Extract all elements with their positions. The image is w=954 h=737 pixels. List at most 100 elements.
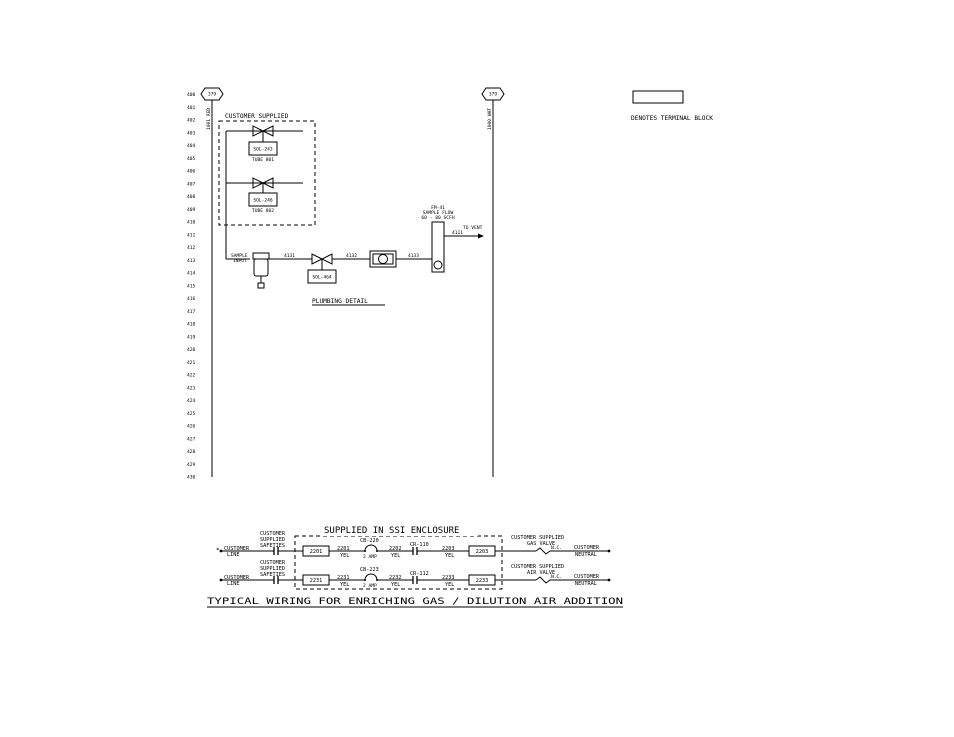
rung-number: 427 [187, 436, 196, 442]
row1-valve-2: GAS VALVE [527, 541, 555, 547]
rung-number: 417 [187, 309, 196, 315]
sol-464-valve-icon [311, 253, 324, 265]
rung-number: 401 [187, 105, 196, 111]
plumbing-detail-title: PLUMBING DETAIL [312, 298, 368, 305]
row1-breaker-rating: 2 AMP [363, 554, 377, 560]
row1-neutral-1: CUSTOMER [574, 545, 600, 551]
right-rail-label: 1000 WHT [487, 108, 493, 130]
rung-number: 411 [187, 232, 196, 238]
flowmeter: FM-41 SAMPLE FLOW 60 - 80 SCFH [421, 205, 455, 273]
rung-number: 412 [187, 245, 196, 251]
left-rail-label: 1001 RED [206, 108, 212, 130]
rung-number: 421 [187, 360, 196, 366]
rung-number: 426 [187, 424, 196, 430]
sample-input-label-2: INPUT [233, 258, 247, 264]
line-4132-label: 4132 [346, 253, 357, 259]
row1-terminal-out-label: 2203 [476, 549, 489, 555]
wiring-row-air: CUSTOMER LINE CUSTOMER SUPPLIED SAFETIES… [219, 560, 611, 589]
row2-valve-coil-icon [535, 576, 551, 584]
row1-wire-a-num: 2201 [337, 546, 350, 552]
row1-breaker-icon [364, 544, 378, 552]
rung-number: 405 [187, 156, 196, 162]
sol-243-box [248, 141, 278, 156]
sol-243-tube: TUBE 801 [252, 157, 274, 163]
sol-246-label: SOL-246 [253, 198, 273, 204]
legend-text: DENOTES TERMINAL BLOCK [631, 115, 713, 122]
flow-indicator-icon [369, 250, 397, 268]
sol-243-label: SOL-243 [253, 147, 273, 153]
rung-number: 425 [187, 411, 196, 417]
left-rail-tag [200, 87, 224, 101]
ssi-enclosure-outline [294, 535, 503, 590]
rung-numbers: 4004014024034044054064074084094104114124… [187, 92, 196, 481]
wiring-asterisk: * [216, 547, 220, 554]
line-4111-label: 4111 [452, 230, 463, 236]
rung-number: 420 [187, 347, 196, 353]
filter-icon [252, 252, 270, 289]
row1-safeties-1: CUSTOMER [260, 531, 286, 537]
sol-464-box [307, 269, 337, 284]
sol-246-box [248, 192, 278, 207]
rung-number: 429 [187, 462, 196, 468]
flowmeter-range: 60 - 80 SCFH [421, 215, 454, 221]
row2-wire-c-color: YEL [445, 582, 454, 588]
row1-nc: N.C. [551, 545, 562, 551]
row2-wire-a-num: 2231 [337, 575, 350, 581]
row1-terminal-in-label: 2201 [310, 549, 323, 555]
rung-number: 413 [187, 258, 196, 264]
left-rail: 379 1001 RED [200, 87, 224, 477]
row1-customer-line-1: CUSTOMER [224, 546, 250, 552]
row1-valve-coil-icon [535, 547, 551, 555]
rung-number: 406 [187, 169, 196, 175]
left-rail-tag-number: 379 [208, 92, 217, 98]
row1-valve-1: CUSTOMER SUPPLIED [511, 535, 564, 541]
rung-number: 404 [187, 143, 196, 149]
row2-wire-b-color: YEL [391, 582, 400, 588]
row2-neutral-1: CUSTOMER [574, 574, 600, 580]
row1-neutral-2: NEUTRAL [575, 552, 597, 558]
row2-breaker-name: CB-223 [360, 567, 379, 573]
row2-safeties-3: SAFETIES [260, 572, 285, 578]
rung-number: 415 [187, 283, 196, 289]
row2-terminal-out-label: 2233 [476, 578, 489, 584]
right-rail-tag [481, 87, 505, 101]
customer-supplied-label: CUSTOMER SUPPLIED [225, 113, 289, 120]
rung-number: 407 [187, 181, 196, 187]
row1-safeties-3: SAFETIES [260, 543, 285, 549]
rung-number: 419 [187, 334, 196, 340]
right-rail-tag-number: 379 [489, 92, 498, 98]
row2-neutral-2: NEUTRAL [575, 581, 597, 587]
row2-valve-1: CUSTOMER SUPPLIED [511, 564, 564, 570]
typical-wiring-title: TYPICAL WIRING FOR ENRICHING GAS / DILUT… [207, 597, 623, 607]
rung-number: 403 [187, 130, 196, 136]
rung-number: 408 [187, 194, 196, 200]
rung-number: 428 [187, 449, 196, 455]
flowmeter-icon [431, 221, 445, 273]
customer-supplied-enclosure [218, 120, 316, 226]
line-4133-label: 4133 [408, 253, 419, 259]
rung-number: 423 [187, 385, 196, 391]
rung-number: 402 [187, 118, 196, 124]
row2-customer-line-1: CUSTOMER [224, 575, 250, 581]
ssi-enclosure-label: SUPPLIED IN SSI ENCLOSURE [324, 526, 459, 536]
row1-customer-line-2: LINE [227, 552, 240, 558]
row2-customer-line-2: LINE [227, 581, 240, 587]
row1-wire-b-num: 2202 [389, 546, 402, 552]
row2-terminal-in-label: 2231 [310, 578, 323, 584]
rung-number: 422 [187, 373, 196, 379]
row1-relay-label: CR-110 [410, 542, 429, 548]
rung-number: 424 [187, 398, 196, 404]
to-vent-arrow-icon [478, 233, 484, 239]
rung-number: 418 [187, 322, 196, 328]
rung-number: 430 [187, 475, 196, 481]
row2-relay-label: CR-112 [410, 571, 429, 577]
sol-246-tube: TUBE 802 [252, 208, 274, 214]
row2-breaker-icon [364, 573, 378, 581]
line-4131-label: 4131 [284, 253, 295, 259]
sol-243-valve-icon [252, 125, 265, 137]
wiring-row-gas: CUSTOMER LINE CUSTOMER SUPPLIED SAFETIES… [219, 531, 611, 560]
row2-wire-b-num: 2232 [389, 575, 402, 581]
row1-wire-a-color: YEL [340, 553, 349, 559]
row2-valve-2: AIR VALVE [527, 570, 555, 576]
